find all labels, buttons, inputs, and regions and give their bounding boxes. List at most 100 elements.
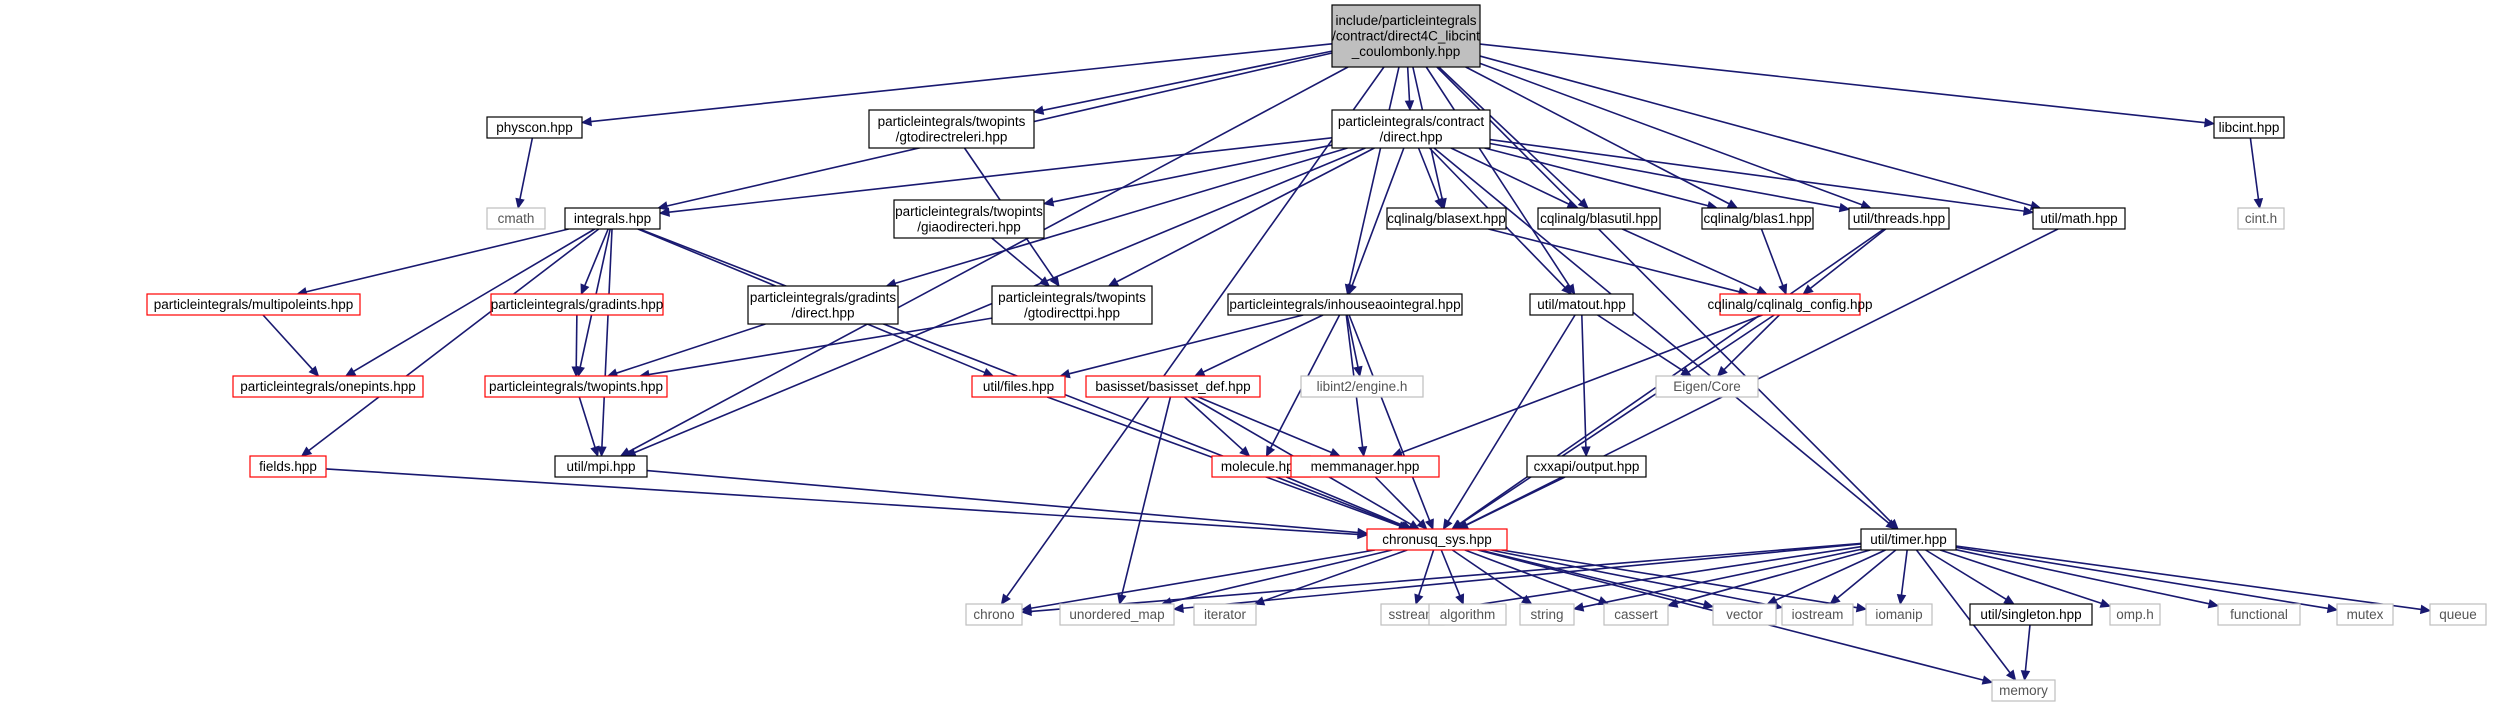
node-gtotpi[interactable]: particleintegrals/twopints/gtodirecttpi.… — [991, 285, 1153, 325]
node-label: cqlinalg/blasext.hpp — [1387, 211, 1506, 226]
arrowhead-icon — [1455, 593, 1465, 606]
node-cxxapi[interactable]: cxxapi/output.hpp — [1526, 455, 1647, 478]
arrowhead-icon — [1000, 593, 1011, 606]
node-box — [1719, 293, 1861, 316]
node-gradintsdirect[interactable]: particleintegrals/gradints/direct.hpp — [747, 285, 899, 325]
node-files[interactable]: util/files.hpp — [971, 375, 1066, 398]
node-matout[interactable]: util/matout.hpp — [1529, 293, 1634, 316]
node-box — [1526, 455, 1647, 478]
node-box — [1085, 375, 1261, 398]
node-singleton[interactable]: util/singleton.hpp — [1969, 603, 2093, 626]
edge-line — [325, 468, 1359, 536]
edge-root-to-physcon — [580, 42, 1333, 127]
edge-timer-to-string — [1572, 548, 1862, 612]
node-mpi[interactable]: util/mpi.hpp — [554, 455, 648, 478]
edge-chronusq-to-iostream — [1490, 549, 1784, 611]
node-blasext[interactable]: cqlinalg/blasext.hpp — [1386, 207, 1507, 230]
node-blas1[interactable]: cqlinalg/blas1.hpp — [1701, 207, 1814, 230]
node-label: algorithm — [1440, 607, 1496, 622]
node-label: molecule.hpp — [1221, 459, 1301, 474]
node-cqconfig[interactable]: cqlinalg/cqlinalg_config.hpp — [1707, 293, 1873, 316]
node-label: particleintegrals/contract — [1338, 114, 1485, 129]
arrowhead-icon — [1680, 366, 1692, 377]
node-label: include/particleintegrals — [1335, 13, 1476, 28]
node-label: cassert — [1614, 607, 1658, 622]
node-iterator: iterator — [1193, 603, 1257, 626]
edge-direct-to-blasext — [1417, 147, 1444, 210]
node-direct[interactable]: particleintegrals/contract/direct.hpp — [1331, 109, 1491, 149]
edge-line — [1489, 138, 2025, 212]
node-label: util/files.hpp — [983, 379, 1054, 394]
node-threads[interactable]: util/threads.hpp — [1848, 207, 1950, 230]
node-box — [564, 207, 661, 230]
node-twopints[interactable]: particleintegrals/twopints.hpp — [484, 375, 668, 398]
node-label: particleintegrals/gradints.hpp — [491, 297, 664, 312]
node-label: fields.hpp — [259, 459, 317, 474]
edge-line — [1417, 147, 1440, 200]
arrowhead-icon — [1042, 197, 1055, 207]
node-box — [1781, 603, 1854, 626]
edge-root-to-blasutil — [1438, 66, 1589, 209]
edge-integrals-to-mpi — [597, 228, 613, 458]
node-fields[interactable]: fields.hpp — [249, 455, 327, 478]
edge-line — [648, 317, 993, 376]
node-memmanager[interactable]: memmanager.hpp — [1290, 455, 1440, 478]
node-gtoeri[interactable]: particleintegrals/twopints/gtodirectrele… — [868, 109, 1035, 149]
edge-line — [1490, 549, 1774, 607]
node-label: particleintegrals/twopints — [878, 114, 1026, 129]
arrowhead-icon — [1756, 285, 1768, 295]
edge-timer-to-chrono — [1020, 542, 1862, 617]
node-inhouse[interactable]: particleintegrals/inhouseaointegral.hpp — [1227, 293, 1463, 316]
edge-basisdef-to-umap — [1117, 396, 1172, 606]
node-box — [232, 375, 424, 398]
edge-line — [1479, 43, 2206, 124]
node-box — [2429, 603, 2487, 626]
edge-line — [1030, 549, 1376, 610]
node-box — [249, 455, 327, 478]
edge-line — [1197, 396, 1332, 454]
edge-blasext-to-cqconfig — [1488, 228, 1750, 297]
edge-line — [1400, 314, 1763, 454]
node-box — [1991, 679, 2056, 702]
node-gradints[interactable]: particleintegrals/gradints.hpp — [490, 293, 664, 316]
edge-multipole-to-onepints — [262, 314, 320, 377]
node-box — [490, 293, 664, 316]
node-label: particleintegrals/multipoleints.hpp — [154, 297, 354, 312]
node-libcint[interactable]: libcint.hpp — [2213, 116, 2285, 139]
edge-line — [308, 228, 600, 452]
edge-line — [1466, 476, 1566, 526]
node-integrals[interactable]: integrals.hpp — [564, 207, 661, 230]
node-multipole[interactable]: particleintegrals/multipoleints.hpp — [146, 293, 361, 316]
node-math[interactable]: util/math.hpp — [2032, 207, 2126, 230]
node-cmath: cmath — [486, 207, 546, 230]
arrowhead-icon — [1353, 365, 1363, 378]
edge-line — [1202, 314, 1324, 373]
arrowhead-icon — [2326, 603, 2339, 614]
node-label: particleintegrals/inhouseaointegral.hpp — [1229, 297, 1460, 312]
node-molecule[interactable]: molecule.hpp — [1211, 455, 1311, 478]
node-label: cqlinalg/blasutil.hpp — [1540, 211, 1658, 226]
arrowhead-icon — [1193, 367, 1206, 377]
node-vector: vector — [1712, 603, 1777, 626]
edge-inhouse-to-chronusq — [1348, 314, 1434, 531]
edge-line — [1417, 549, 1435, 596]
node-chronusq[interactable]: chronusq_sys.hpp — [1366, 528, 1508, 551]
arrowhead-icon — [1357, 527, 1369, 538]
node-box — [486, 116, 583, 139]
node-basisdef[interactable]: basisset/basisset_def.hpp — [1085, 375, 1261, 398]
node-physcon[interactable]: physcon.hpp — [486, 116, 583, 139]
edge-line — [1479, 55, 2032, 207]
node-timer[interactable]: util/timer.hpp — [1860, 528, 1957, 551]
edge-line — [1836, 549, 1897, 599]
node-iomanip: iomanip — [1865, 603, 1933, 626]
node-giao[interactable]: particleintegrals/twopints/giaodirecteri… — [893, 199, 1045, 239]
node-root[interactable]: include/particleintegrals/contract/direc… — [1331, 4, 1481, 68]
node-label: vector — [1726, 607, 1763, 622]
node-label: basisset/basisset_def.hpp — [1095, 379, 1250, 394]
node-blasutil[interactable]: cqlinalg/blasutil.hpp — [1537, 207, 1661, 230]
arrowhead-icon — [1716, 365, 1728, 377]
node-onepints[interactable]: particleintegrals/onepints.hpp — [232, 375, 424, 398]
edge-line — [2024, 624, 2031, 672]
edge-physcon-to-cmath — [515, 137, 534, 210]
